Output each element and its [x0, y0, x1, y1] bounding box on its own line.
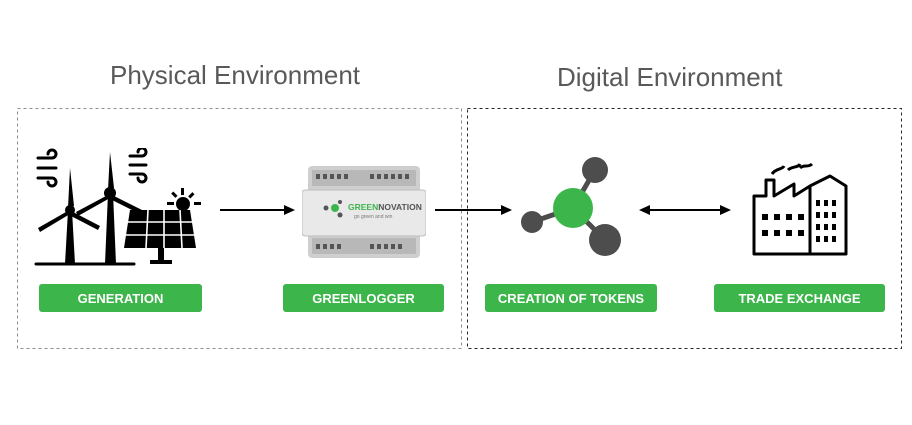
factory-icon: [752, 162, 848, 256]
digital-environment-title: Digital Environment: [557, 62, 783, 92]
arrow-tokens-trade-bidirectional: [639, 205, 731, 215]
arrow-greenlogger-to-tokens: [435, 205, 512, 215]
arrow-generation-to-greenlogger: [220, 205, 295, 215]
device-brand-rest: NOVATION: [378, 202, 422, 212]
generation-label: GENERATION: [39, 284, 202, 312]
creation-of-tokens-label: CREATION OF TOKENS: [485, 284, 657, 312]
wind-solar-generation-icon: [34, 148, 201, 266]
device-tagline: go green and win: [354, 214, 393, 220]
device-brand-text: GREENNOVATION: [348, 202, 422, 212]
molecule-token-icon: [521, 157, 621, 256]
greenlogger-device-icon: GREENNOVATION go green and win: [302, 166, 426, 258]
trade-exchange-label: TRADE EXCHANGE: [714, 284, 885, 312]
greenlogger-label: GREENLOGGER: [283, 284, 444, 312]
device-brand-green: GREEN: [348, 202, 379, 212]
physical-environment-title: Physical Environment: [110, 60, 360, 90]
